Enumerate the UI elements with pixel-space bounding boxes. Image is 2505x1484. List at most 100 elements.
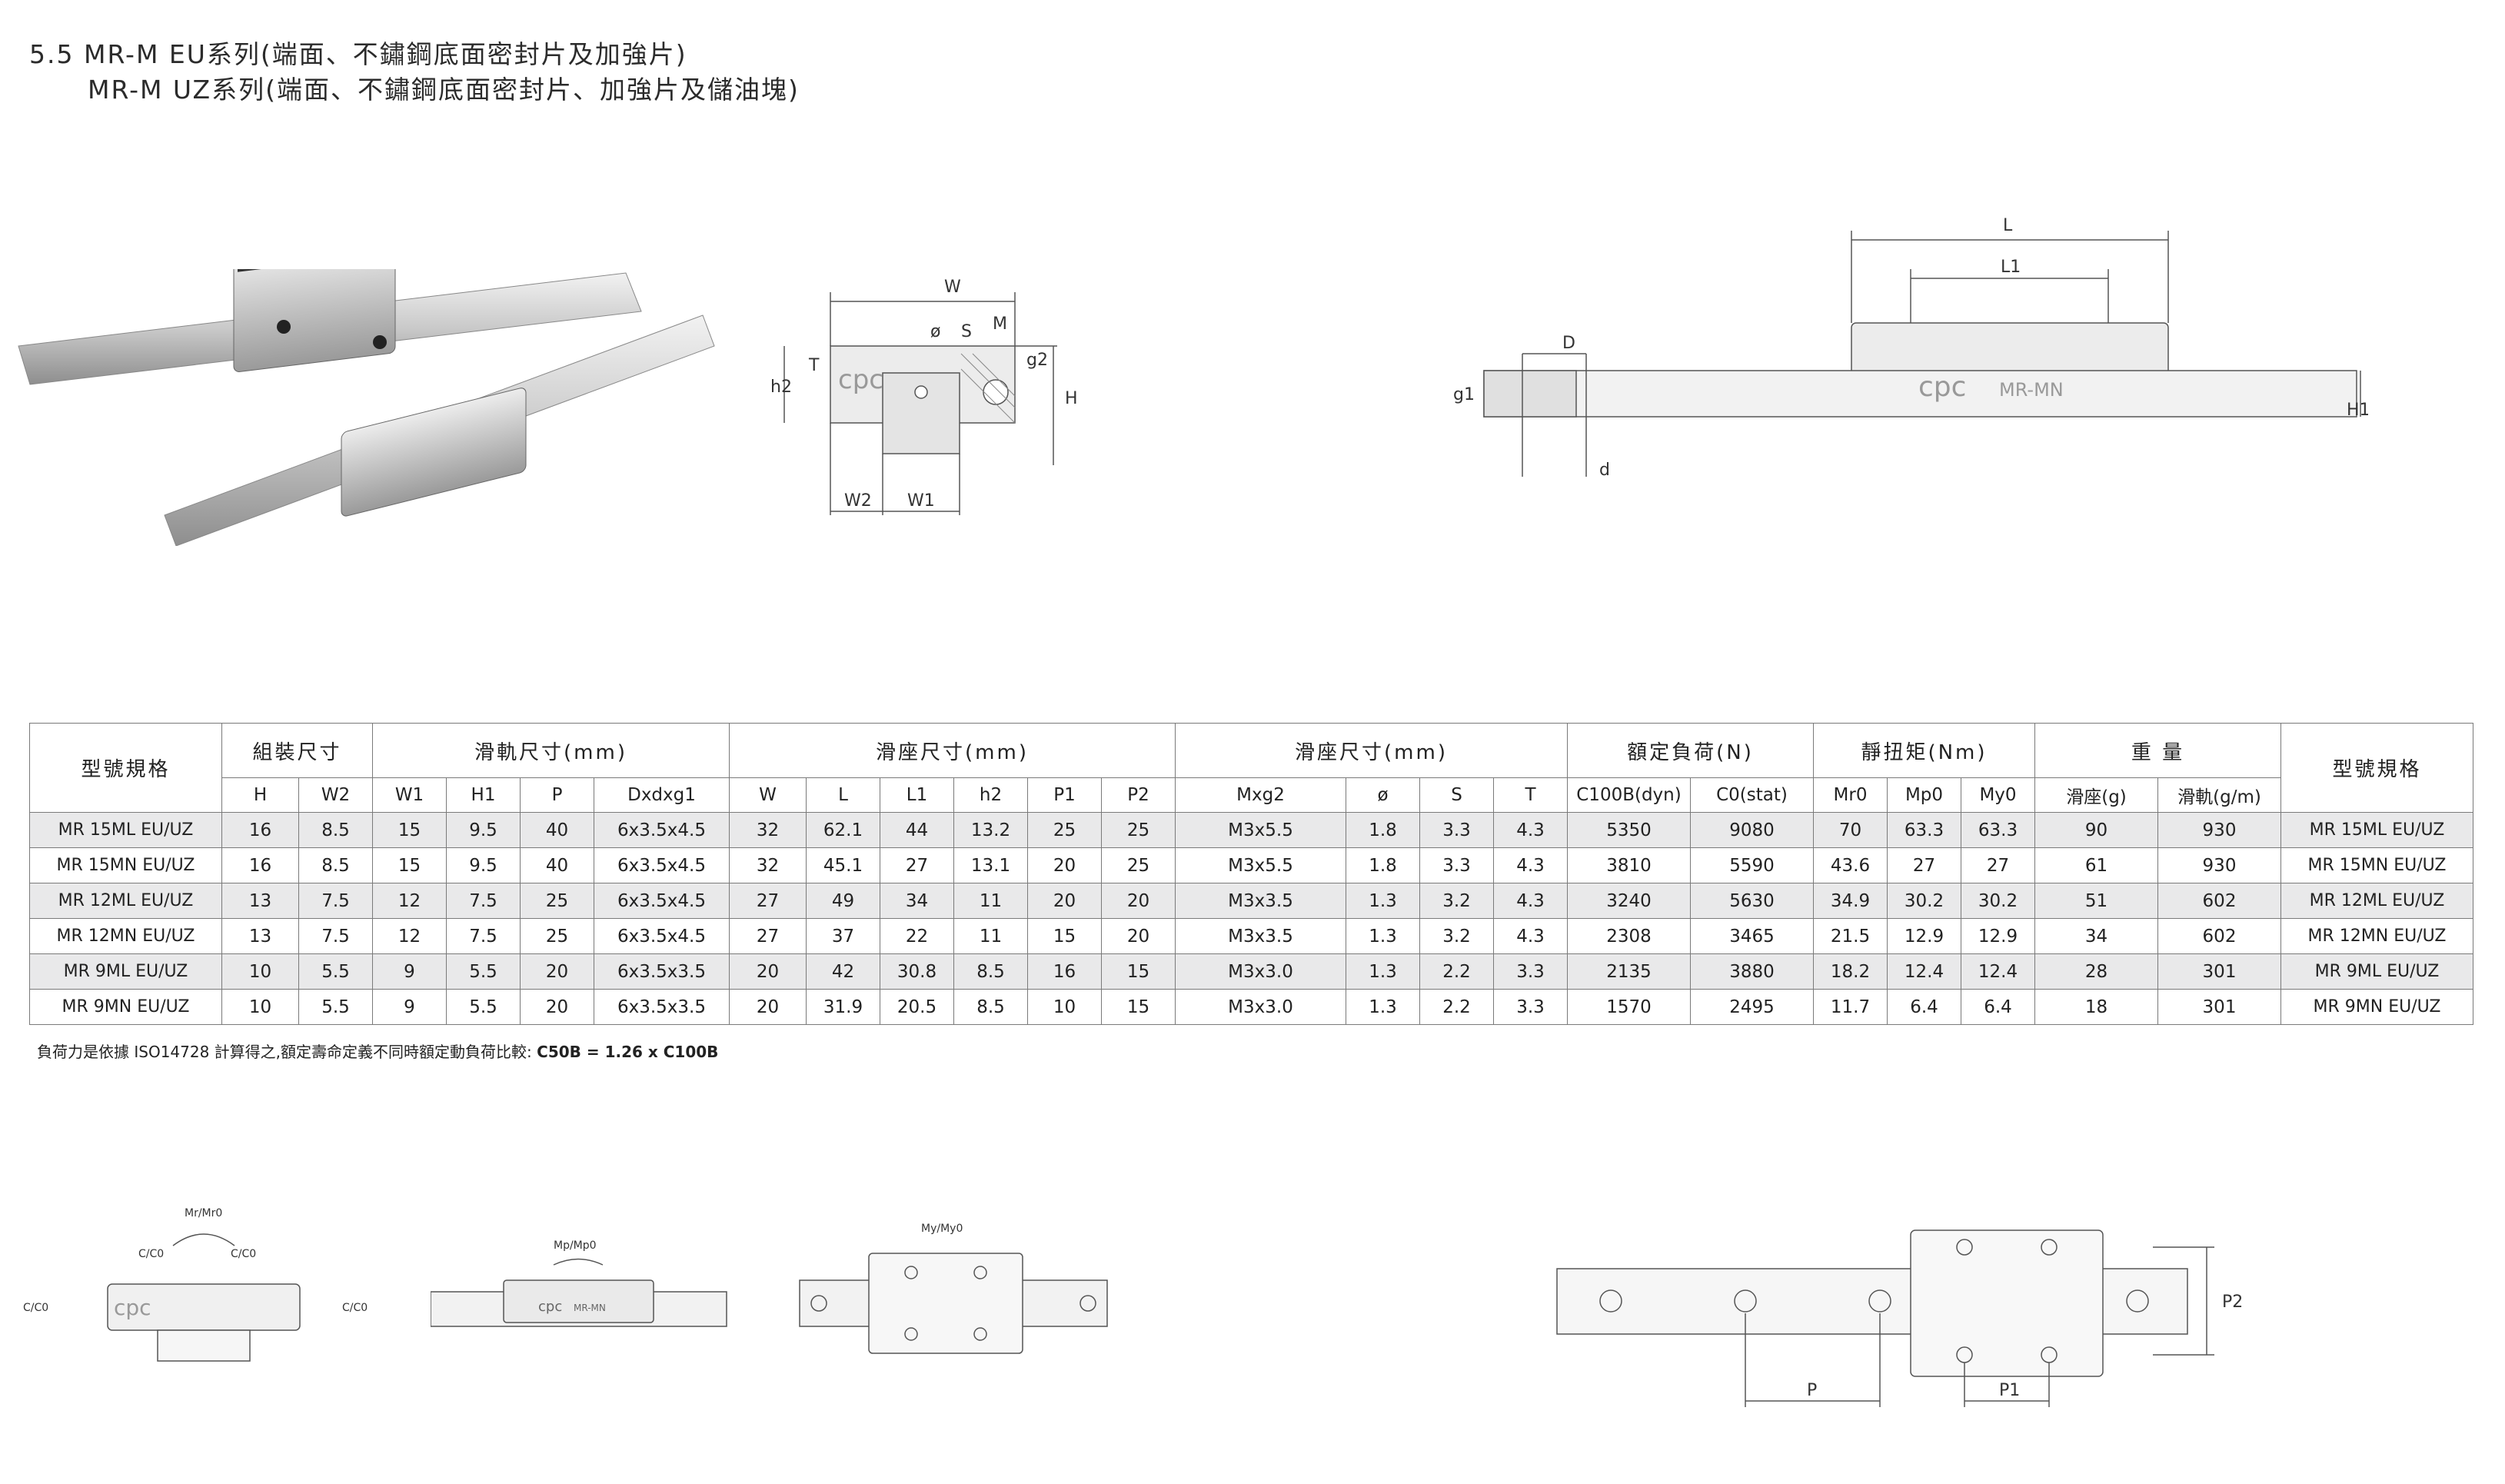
svg-text:Mr/Mr0: Mr/Mr0: [185, 1207, 222, 1219]
spec-table: 型號規格 組裝尺寸 滑軌尺寸(mm) 滑座尺寸(mm) 滑座尺寸(mm) 額定負…: [29, 723, 2473, 1025]
col-phi: ø: [1346, 777, 1420, 813]
cell-phi: 1.3: [1346, 883, 1420, 919]
cell-c0: 5630: [1690, 883, 1814, 919]
svg-text:C/C0: C/C0: [138, 1248, 164, 1260]
cell-h2: 8.5: [953, 989, 1028, 1025]
cell-h: 10: [221, 989, 299, 1025]
header-model: 型號規格: [29, 723, 222, 813]
cell-s: 3.3: [1419, 812, 1494, 848]
cell-phi: 1.3: [1346, 918, 1420, 954]
col-weight-block: 滑座(g): [2034, 777, 2158, 813]
svg-text:My/My0: My/My0: [921, 1223, 963, 1235]
svg-text:P1: P1: [1999, 1381, 2020, 1400]
svg-text:MR-MN: MR-MN: [1999, 379, 2064, 401]
svg-text:L1: L1: [2001, 258, 2021, 277]
cell-phi: 1.8: [1346, 812, 1420, 848]
cell-w2: 8.5: [298, 812, 373, 848]
svg-text:C/C0: C/C0: [23, 1302, 48, 1314]
svg-text:W1: W1: [907, 491, 935, 511]
cell-c100b: 3240: [1567, 883, 1691, 919]
cell-w: 27: [729, 883, 807, 919]
cell-t: 4.3: [1493, 847, 1568, 883]
cell-h1: 9.5: [446, 812, 521, 848]
cell-s: 3.2: [1419, 883, 1494, 919]
cell-l: 62.1: [806, 812, 880, 848]
cell-w_block: 90: [2034, 812, 2158, 848]
cell-mxg2: M3x3.0: [1175, 953, 1346, 990]
cell-mr0: 18.2: [1813, 953, 1888, 990]
header-weight: 重 量: [2034, 723, 2281, 778]
cell-w1: 9: [372, 989, 447, 1025]
cell-p2: 15: [1101, 953, 1176, 990]
cell-t: 3.3: [1493, 953, 1568, 990]
cell-l: 45.1: [806, 847, 880, 883]
cell-my0: 63.3: [1961, 812, 2035, 848]
cell-p2: 20: [1101, 883, 1176, 919]
cell-mxg2: M3x5.5: [1175, 847, 1346, 883]
cell-model: MR 12ML EU/UZ: [29, 883, 222, 919]
cell-l: 49: [806, 883, 880, 919]
cell-w_rail: 602: [2157, 918, 2281, 954]
cell-mr0: 34.9: [1813, 883, 1888, 919]
cell-l1: 27: [880, 847, 954, 883]
cell-h: 10: [221, 953, 299, 990]
cell-l1: 22: [880, 918, 954, 954]
col-S: S: [1419, 777, 1494, 813]
cell-my0: 12.9: [1961, 918, 2035, 954]
cell-w1: 15: [372, 812, 447, 848]
cell-w_block: 18: [2034, 989, 2158, 1025]
cell-p: 20: [520, 989, 594, 1025]
pitch-moment-diagram: cpc MR-MN Mp/Mp0: [431, 1239, 727, 1327]
cell-s: 3.2: [1419, 918, 1494, 954]
svg-text:C/C0: C/C0: [342, 1302, 368, 1314]
col-T: T: [1493, 777, 1568, 813]
cell-c100b: 5350: [1567, 812, 1691, 848]
col-H: H: [221, 777, 299, 813]
cell-mxg2: M3x3.0: [1175, 989, 1346, 1025]
svg-text:h2: h2: [770, 378, 792, 397]
cell-w_rail: 301: [2157, 989, 2281, 1025]
cell-w_rail: 930: [2157, 812, 2281, 848]
cell-model_right: MR 9ML EU/UZ: [2280, 953, 2473, 990]
col-C0: C0(stat): [1690, 777, 1814, 813]
cell-model: MR 15ML EU/UZ: [29, 812, 222, 848]
cell-h: 16: [221, 812, 299, 848]
cell-l: 31.9: [806, 989, 880, 1025]
cell-phi: 1.3: [1346, 989, 1420, 1025]
cell-t: 4.3: [1493, 812, 1568, 848]
col-W1: W1: [372, 777, 447, 813]
svg-text:g2: g2: [1026, 351, 1048, 370]
cell-dxdxg1: 6x3.5x4.5: [594, 883, 730, 919]
cell-mp0: 27: [1887, 847, 1961, 883]
cell-c100b: 2135: [1567, 953, 1691, 990]
cell-h: 13: [221, 883, 299, 919]
load-direction-diagram: cpc Mr/Mr0 C/C0 C/C0 C/C0 C/C0: [23, 1207, 368, 1362]
cell-p: 40: [520, 847, 594, 883]
svg-text:L: L: [2003, 216, 2013, 235]
col-weight-rail: 滑軌(g/m): [2157, 777, 2281, 813]
cell-l: 37: [806, 918, 880, 954]
cell-w1: 9: [372, 953, 447, 990]
page-title: 5.5 MR-M EU系列(端面、不鏽鋼底面密封片及加強片): [29, 39, 687, 69]
cell-p1: 20: [1027, 883, 1102, 919]
cell-c100b: 1570: [1567, 989, 1691, 1025]
header-moment: 靜扭矩(Nm): [1813, 723, 2035, 778]
top-view-drawing: P P1 P2: [1556, 1229, 2243, 1407]
cell-mr0: 21.5: [1813, 918, 1888, 954]
side-view-drawing: cpc MR-MN L L1 D d g1 H1: [1453, 216, 2368, 480]
svg-text:S: S: [961, 322, 972, 341]
footnote-formula: C50B = 1.26 x C100B: [537, 1043, 719, 1061]
cell-w_block: 28: [2034, 953, 2158, 990]
cell-p: 40: [520, 812, 594, 848]
cell-model: MR 9ML EU/UZ: [29, 953, 222, 990]
svg-text:d: d: [1599, 461, 1610, 480]
cell-dxdxg1: 6x3.5x3.5: [594, 989, 730, 1025]
col-Mr0: Mr0: [1813, 777, 1888, 813]
cell-mxg2: M3x5.5: [1175, 812, 1346, 848]
cell-c100b: 3810: [1567, 847, 1691, 883]
cell-p2: 15: [1101, 989, 1176, 1025]
cell-t: 3.3: [1493, 989, 1568, 1025]
cell-phi: 1.8: [1346, 847, 1420, 883]
